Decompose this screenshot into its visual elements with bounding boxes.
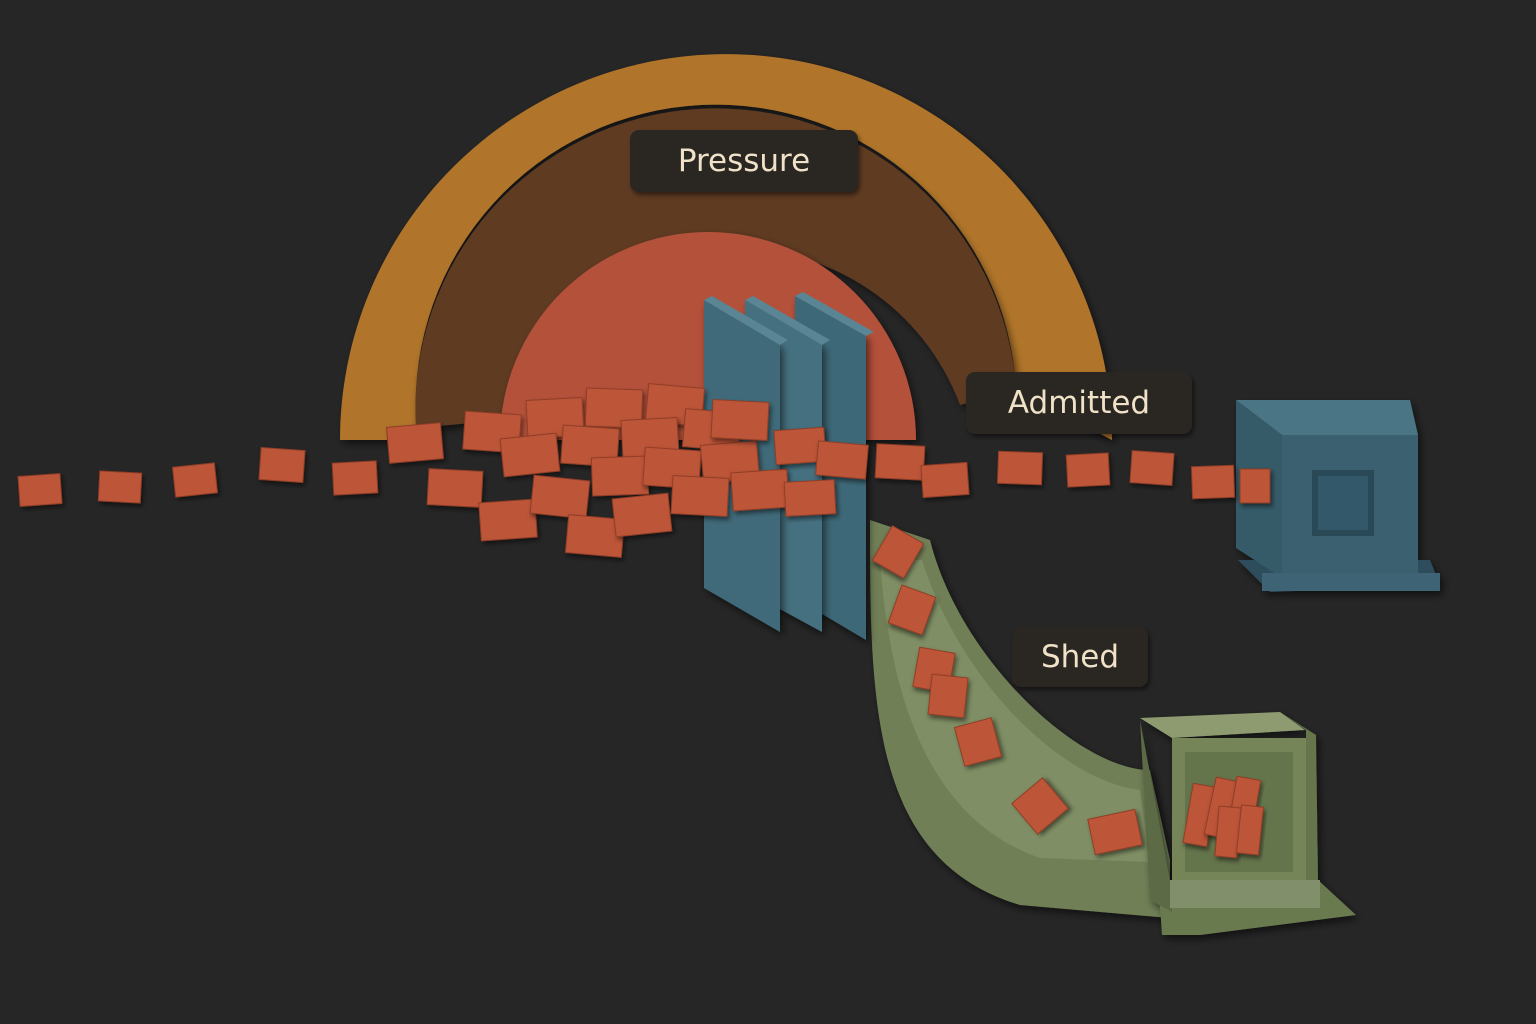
request-block bbox=[1087, 808, 1143, 856]
shed-label-text: Shed bbox=[1041, 639, 1119, 675]
pressure-label: Pressure bbox=[630, 130, 858, 192]
request-block bbox=[1236, 804, 1264, 856]
request-block bbox=[17, 473, 63, 507]
request-block bbox=[1129, 450, 1175, 486]
request-block bbox=[953, 717, 1003, 767]
request-block bbox=[730, 468, 790, 512]
pressure-middle-arc bbox=[415, 108, 1016, 428]
request-block bbox=[611, 492, 673, 538]
request-block bbox=[385, 422, 445, 464]
shed-chute bbox=[870, 520, 1170, 918]
request-block bbox=[815, 440, 869, 480]
request-block bbox=[258, 446, 306, 484]
pressure-outer-arc bbox=[340, 54, 1112, 440]
request-block bbox=[97, 470, 143, 504]
request-block bbox=[478, 498, 538, 542]
request-block bbox=[670, 475, 730, 517]
request-block bbox=[499, 432, 561, 478]
pressure-label-text: Pressure bbox=[678, 143, 810, 179]
request-block bbox=[927, 673, 969, 719]
request-block bbox=[996, 450, 1044, 486]
request-block bbox=[887, 584, 937, 636]
request-block bbox=[584, 387, 644, 429]
request-block bbox=[1190, 464, 1236, 500]
request-block bbox=[590, 455, 650, 497]
request-block bbox=[920, 461, 970, 499]
request-block bbox=[426, 468, 484, 508]
request-block bbox=[529, 474, 591, 520]
request-block bbox=[1239, 468, 1271, 504]
request-block bbox=[710, 399, 770, 441]
request-block bbox=[171, 462, 219, 498]
request-block bbox=[783, 479, 837, 517]
request-block bbox=[1065, 452, 1111, 488]
admitted-label-text: Admitted bbox=[1008, 385, 1150, 421]
request-block bbox=[331, 460, 379, 496]
request-block bbox=[871, 524, 925, 580]
admitted-label: Admitted bbox=[966, 372, 1192, 434]
request-blocks bbox=[17, 383, 1271, 859]
request-block bbox=[874, 443, 926, 481]
request-block bbox=[560, 424, 620, 468]
shed-label: Shed bbox=[1012, 627, 1148, 687]
shed-chute-floor bbox=[880, 560, 1150, 862]
request-block bbox=[1011, 777, 1069, 835]
request-block bbox=[564, 514, 626, 558]
